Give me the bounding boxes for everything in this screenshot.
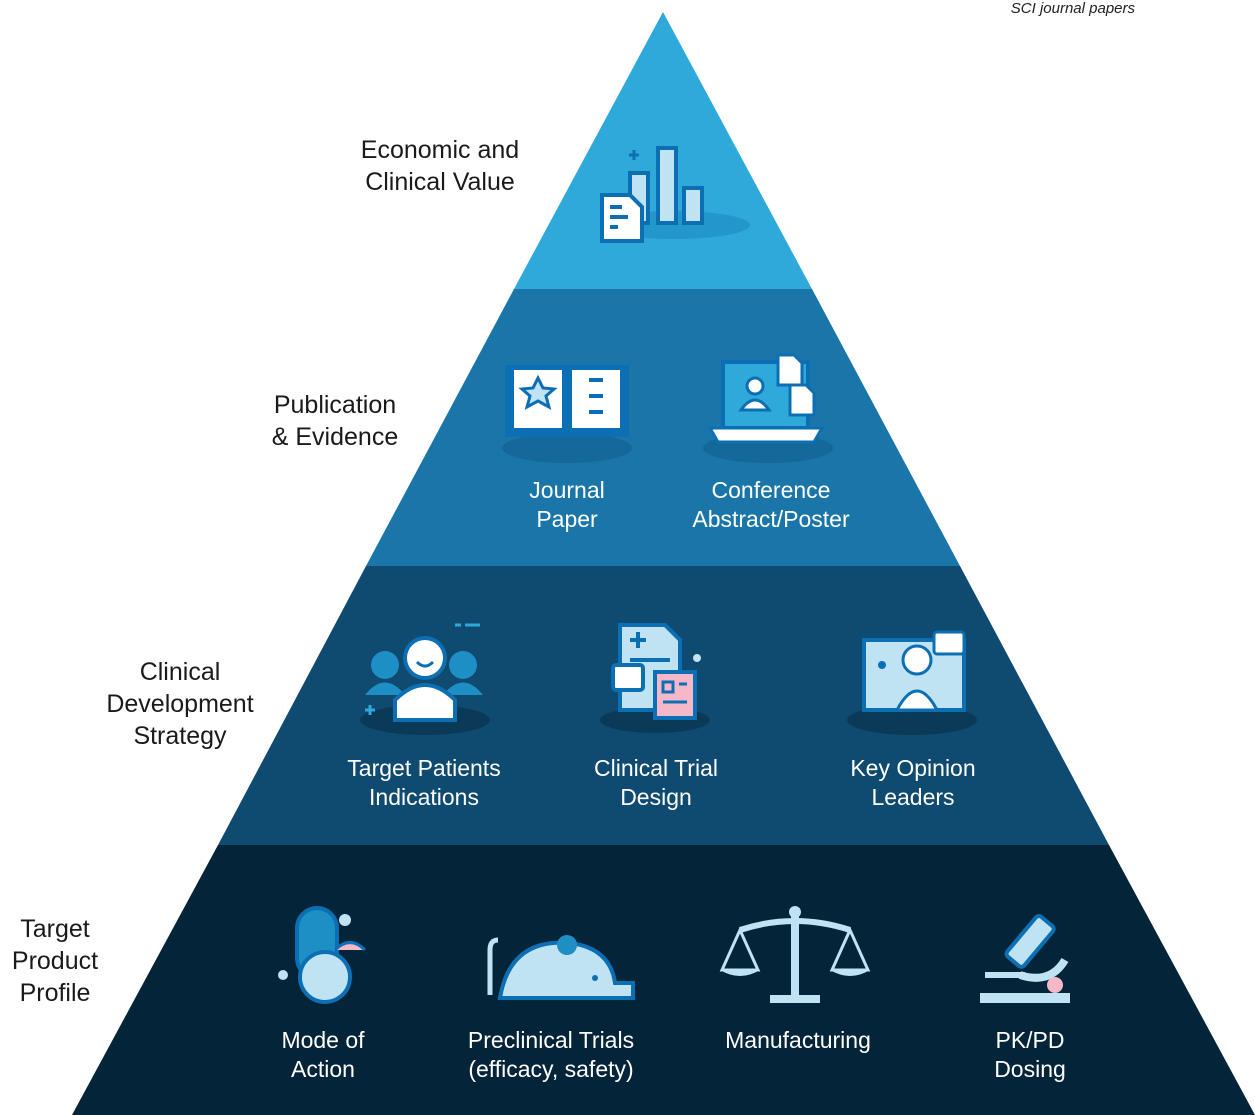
tier-2-label: Publication & Evidence <box>271 391 399 451</box>
item-pk-pd-dosing: PK/PD Dosing <box>994 1027 1066 1082</box>
tier-1-label: Economic and Clinical Value <box>360 136 520 196</box>
item-clinical-trial-design: Clinical Trial Design <box>594 755 718 810</box>
balance-scale-icon <box>719 906 871 1003</box>
item-conference-abstract-poster: Conference Abstract/Poster <box>692 477 850 532</box>
patients-group-icon <box>360 623 490 735</box>
lab-mouse-icon <box>487 935 635 1000</box>
laptop-presentation-icon <box>703 353 833 463</box>
microscope-icon <box>980 914 1070 1003</box>
caption: SCI journal papers <box>1010 0 1135 17</box>
trial-documents-icon <box>600 623 710 733</box>
tier-4-band <box>72 845 1255 1115</box>
item-mode-of-action: Mode of Action <box>281 1027 365 1082</box>
expert-speaker-icon <box>847 630 977 735</box>
capsule-pill-icon <box>278 906 367 1004</box>
item-journal-paper: Journal Paper <box>529 477 605 532</box>
bar-chart-document-icon <box>600 146 750 243</box>
item-target-patients: Target Patients Indications <box>347 755 501 810</box>
open-book-star-icon <box>502 365 632 463</box>
item-key-opinion-leaders: Key Opinion Leaders <box>850 755 976 810</box>
tier-3-label: Clinical Development Strategy <box>106 658 254 750</box>
tier-2-band <box>366 289 960 566</box>
item-manufacturing: Manufacturing <box>725 1027 871 1053</box>
tier-4-label: Target Product Profile <box>11 915 99 1007</box>
item-preclinical-trials: Preclinical Trials (efficacy, safety) <box>467 1027 635 1082</box>
